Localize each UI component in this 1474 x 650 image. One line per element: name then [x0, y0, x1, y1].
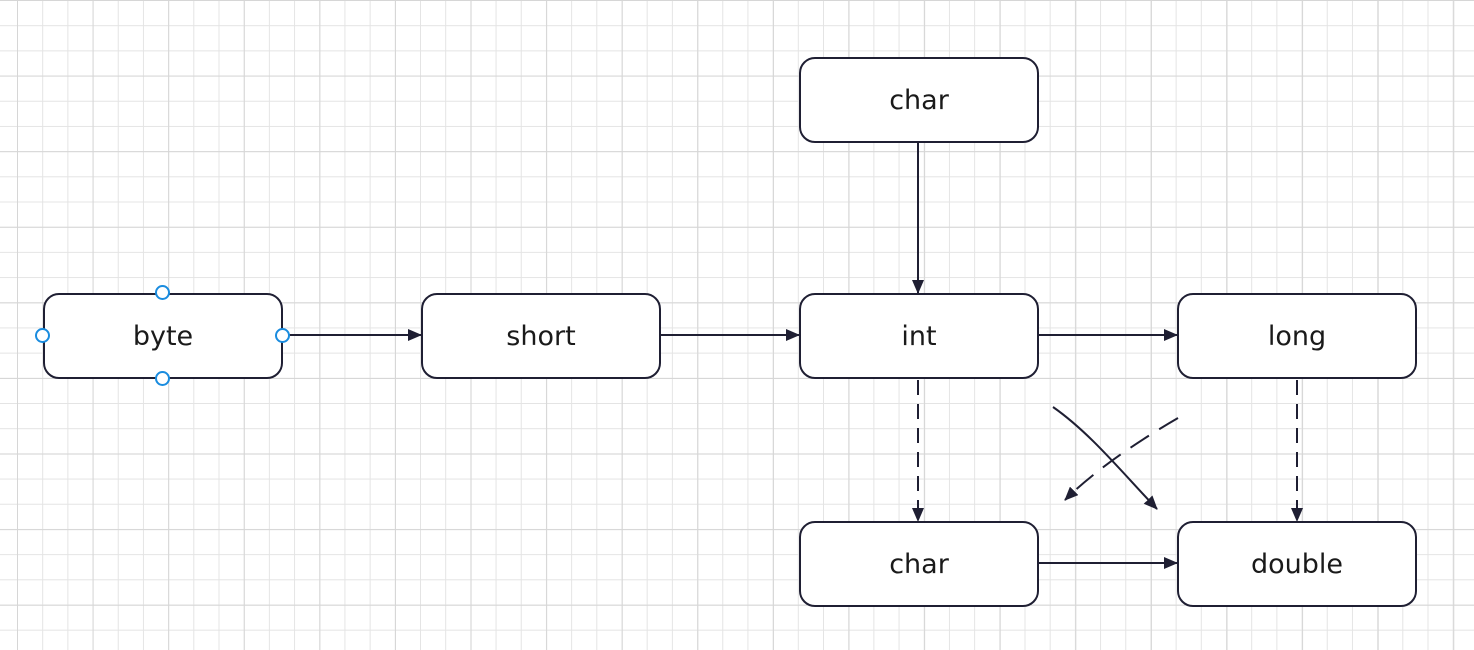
node-double[interactable]: double	[1177, 521, 1417, 607]
node-label: double	[1250, 548, 1344, 580]
connection-handle-bottom[interactable]	[155, 371, 170, 386]
edge-long-to-char-bottom-curve[interactable]	[1064, 417, 1179, 501]
node-byte[interactable]: byte	[43, 293, 283, 379]
node-label: char	[889, 548, 949, 580]
node-long[interactable]: long	[1177, 293, 1417, 379]
node-char-bottom[interactable]: char	[799, 521, 1039, 607]
node-char-top[interactable]: char	[799, 57, 1039, 143]
node-int[interactable]: int	[799, 293, 1039, 379]
edge-int-to-double-curve[interactable]	[1052, 406, 1158, 510]
connection-handle-left[interactable]	[35, 328, 50, 343]
node-label: short	[506, 320, 576, 352]
connection-handle-top[interactable]	[155, 285, 170, 300]
node-short[interactable]: short	[421, 293, 661, 379]
node-label: byte	[132, 320, 194, 352]
connection-handle-right[interactable]	[275, 328, 290, 343]
node-label: int	[901, 320, 937, 352]
node-label: long	[1267, 320, 1327, 352]
node-label: char	[889, 84, 949, 116]
